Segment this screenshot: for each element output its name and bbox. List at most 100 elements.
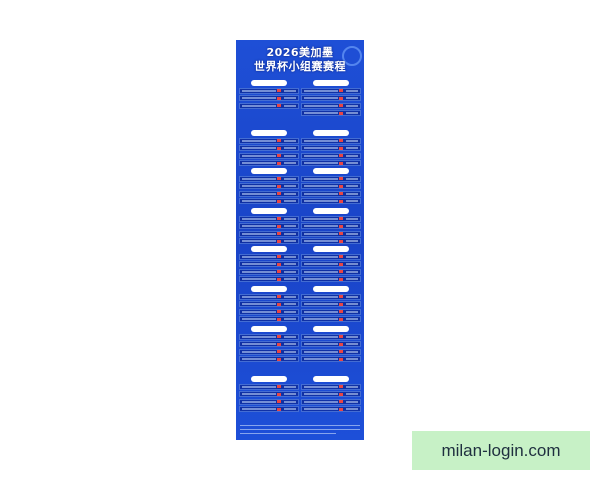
match-text	[304, 385, 338, 388]
match-text	[242, 318, 276, 320]
match-row	[301, 198, 361, 204]
match-text	[304, 350, 338, 353]
team-flag-icon	[339, 177, 343, 180]
team-flag-icon	[339, 310, 343, 313]
match-row	[301, 301, 361, 307]
match-day-block	[239, 246, 299, 282]
match-row	[301, 175, 361, 182]
match-row	[239, 276, 299, 282]
match-text	[284, 343, 296, 345]
match-row	[301, 137, 361, 144]
match-text	[304, 217, 338, 220]
match-text	[242, 97, 276, 99]
match-text	[284, 177, 296, 180]
team-flag-icon	[339, 139, 343, 142]
match-text	[304, 162, 338, 164]
match-text	[284, 192, 296, 195]
match-text	[346, 97, 358, 99]
team-flag-icon	[277, 392, 281, 396]
match-row	[239, 316, 299, 322]
team-flag-icon	[277, 139, 281, 142]
match-day-label	[251, 168, 287, 174]
match-text	[242, 295, 276, 298]
match-row	[301, 316, 361, 322]
match-text	[284, 255, 296, 258]
team-flag-icon	[277, 255, 281, 258]
match-text	[346, 200, 358, 202]
watermark-label: milan-login.com	[412, 431, 590, 470]
match-row	[239, 87, 299, 94]
match-row	[301, 160, 361, 166]
match-text	[242, 200, 276, 202]
match-row	[301, 308, 361, 315]
match-text	[242, 278, 276, 280]
match-day-label	[313, 208, 349, 214]
match-text	[346, 335, 358, 338]
match-text	[242, 393, 276, 395]
team-flag-icon	[277, 277, 281, 281]
match-row	[239, 261, 299, 267]
match-row	[301, 87, 361, 94]
team-flag-icon	[277, 104, 281, 107]
match-row	[239, 223, 299, 229]
match-day-label	[313, 246, 349, 252]
match-row	[301, 268, 361, 275]
match-day-label	[251, 326, 287, 332]
match-text	[284, 154, 296, 157]
match-text	[284, 393, 296, 395]
team-flag-icon	[339, 277, 343, 281]
match-row	[239, 391, 299, 397]
team-flag-icon	[277, 400, 281, 403]
team-flag-icon	[339, 400, 343, 403]
match-text	[242, 335, 276, 338]
match-row	[239, 341, 299, 347]
match-text	[304, 318, 338, 320]
match-day-label	[313, 376, 349, 382]
match-text	[242, 177, 276, 180]
match-text	[242, 270, 276, 273]
match-row	[301, 190, 361, 197]
team-flag-icon	[277, 385, 281, 388]
match-day-label	[251, 80, 287, 86]
match-row	[301, 391, 361, 397]
team-flag-icon	[277, 199, 281, 203]
match-text	[304, 295, 338, 298]
match-day-block	[239, 80, 299, 109]
match-text	[304, 200, 338, 202]
match-text	[304, 185, 338, 187]
match-text	[346, 295, 358, 298]
match-day-label	[251, 246, 287, 252]
match-day-label	[251, 208, 287, 214]
match-text	[346, 263, 358, 265]
match-text	[284, 89, 296, 92]
team-flag-icon	[339, 317, 343, 321]
match-day-block	[301, 130, 361, 166]
match-text	[346, 192, 358, 195]
poster-subtitle: 世界杯小组赛赛程	[254, 60, 346, 73]
match-text	[242, 139, 276, 142]
match-row	[301, 383, 361, 390]
match-day-block	[301, 208, 361, 244]
match-day-block	[301, 80, 361, 116]
team-flag-icon	[277, 357, 281, 361]
match-row	[239, 137, 299, 144]
match-text	[242, 225, 276, 227]
match-text	[304, 255, 338, 258]
team-flag-icon	[277, 317, 281, 321]
team-flag-icon	[339, 255, 343, 258]
match-text	[346, 112, 358, 114]
match-text	[242, 400, 276, 403]
match-text	[304, 358, 338, 360]
match-text	[242, 162, 276, 164]
team-flag-icon	[277, 335, 281, 338]
match-row	[301, 152, 361, 159]
match-text	[284, 278, 296, 280]
match-text	[242, 240, 276, 242]
match-text	[346, 217, 358, 220]
team-flag-icon	[277, 310, 281, 313]
match-text	[242, 154, 276, 157]
match-text	[304, 335, 338, 338]
match-text	[346, 278, 358, 280]
poster-footnote	[240, 422, 360, 434]
match-day-label	[313, 326, 349, 332]
